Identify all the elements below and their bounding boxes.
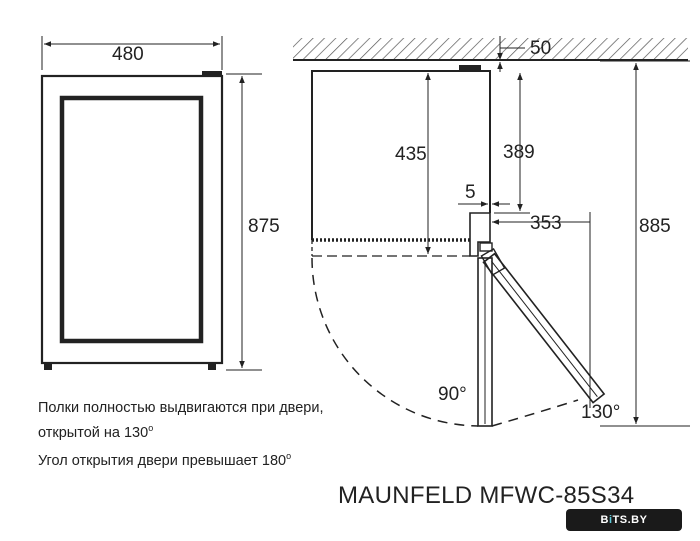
wall-hatch [293,38,688,60]
wall [293,38,688,61]
degree-sup: o [286,451,292,461]
label-50: 50 [530,38,551,59]
swing-arcs [311,257,579,427]
label-875: 875 [248,216,280,237]
note-line-1: Полки полностью выдвигаются при двери, [38,400,324,416]
top-hinge [202,71,222,77]
notes: Полки полностью выдвигаются при двери, о… [38,398,323,443]
label-480: 480 [112,44,144,65]
label-435: 435 [395,144,427,165]
watermark: BiTS.BY [566,509,682,531]
width-dimension [41,36,223,70]
dim-5 [458,196,510,212]
cabinet-outline [40,74,224,365]
note-line-2: открытой на 130o [38,418,323,443]
foot-left [44,363,52,370]
watermark-right: TS.BY [612,514,648,526]
degree-sup: o [148,423,154,433]
note-angle: Угол открытия двери превышает 180o [38,446,291,471]
height-dimension [226,73,262,371]
note-line-3-text: Угол открытия двери превышает 180 [38,452,287,469]
label-5: 5 [465,182,476,203]
door-130 [482,252,606,404]
glass-door [59,95,204,344]
label-885: 885 [639,216,671,237]
top-view-cabinet [311,65,506,276]
door-90 [477,257,493,427]
watermark-left: B [600,514,609,526]
dim-389 [494,73,530,214]
label-90-deg: 90° [438,384,467,405]
dim-885 [600,60,690,427]
dim-50 [497,36,525,72]
dim-353 [492,212,591,408]
note-line-2-text: открытой на 130 [38,424,149,441]
label-389: 389 [503,142,535,163]
front-view [40,71,224,370]
label-353: 353 [530,213,562,234]
label-130-deg: 130° [581,402,620,423]
watermark-dot: i [608,514,613,526]
model-name: MAUNFELD MFWC-85S34 [338,482,635,509]
foot-right [208,363,216,370]
